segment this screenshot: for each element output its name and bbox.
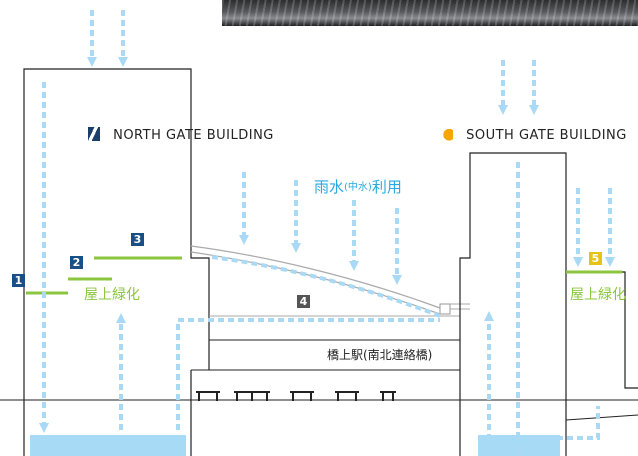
- canopy-roof-inner: [190, 251, 441, 315]
- rainwater-use-prefix: 雨水: [314, 178, 345, 196]
- south-gate-logo-icon: [440, 127, 453, 141]
- marker-5: 5: [589, 252, 602, 265]
- north-water-tank: [30, 435, 186, 456]
- bridge-station-label: 橋上駅(南北連絡橋): [327, 348, 433, 362]
- south-gate-name: SOUTH GATE BUILDING: [466, 128, 627, 143]
- rainwater-use-label: 雨水(中水)利用: [314, 180, 402, 195]
- rooftop-greening-label-left: 屋上緑化: [84, 287, 140, 303]
- marker-1: 1: [12, 274, 25, 287]
- marker-2: 2: [70, 256, 83, 269]
- marker-3: 3: [131, 233, 144, 246]
- north-gate-title: NORTH GATE BUILDING: [88, 126, 274, 142]
- north-gate-name: NORTH GATE BUILDING: [113, 128, 274, 143]
- marker-4: 4: [297, 295, 310, 308]
- north-gate-logo-icon: [88, 127, 100, 141]
- south-gate-title: SOUTH GATE BUILDING: [440, 126, 627, 142]
- platform-canopies: [196, 391, 396, 401]
- rainwater-use-suffix: 利用: [371, 178, 402, 196]
- rooftop-greening-label-right: 屋上緑化: [570, 287, 626, 303]
- south-building-base: [565, 414, 638, 421]
- deck-end-box: [439, 303, 451, 315]
- station-photo-strip: [222, 0, 638, 26]
- north-building-outline: [23, 68, 210, 456]
- rainwater-use-sub: (中水): [344, 182, 372, 193]
- south-building-outline: [459, 152, 567, 456]
- water-flow-arrows: [39, 10, 615, 456]
- canopy-roof: [190, 245, 441, 309]
